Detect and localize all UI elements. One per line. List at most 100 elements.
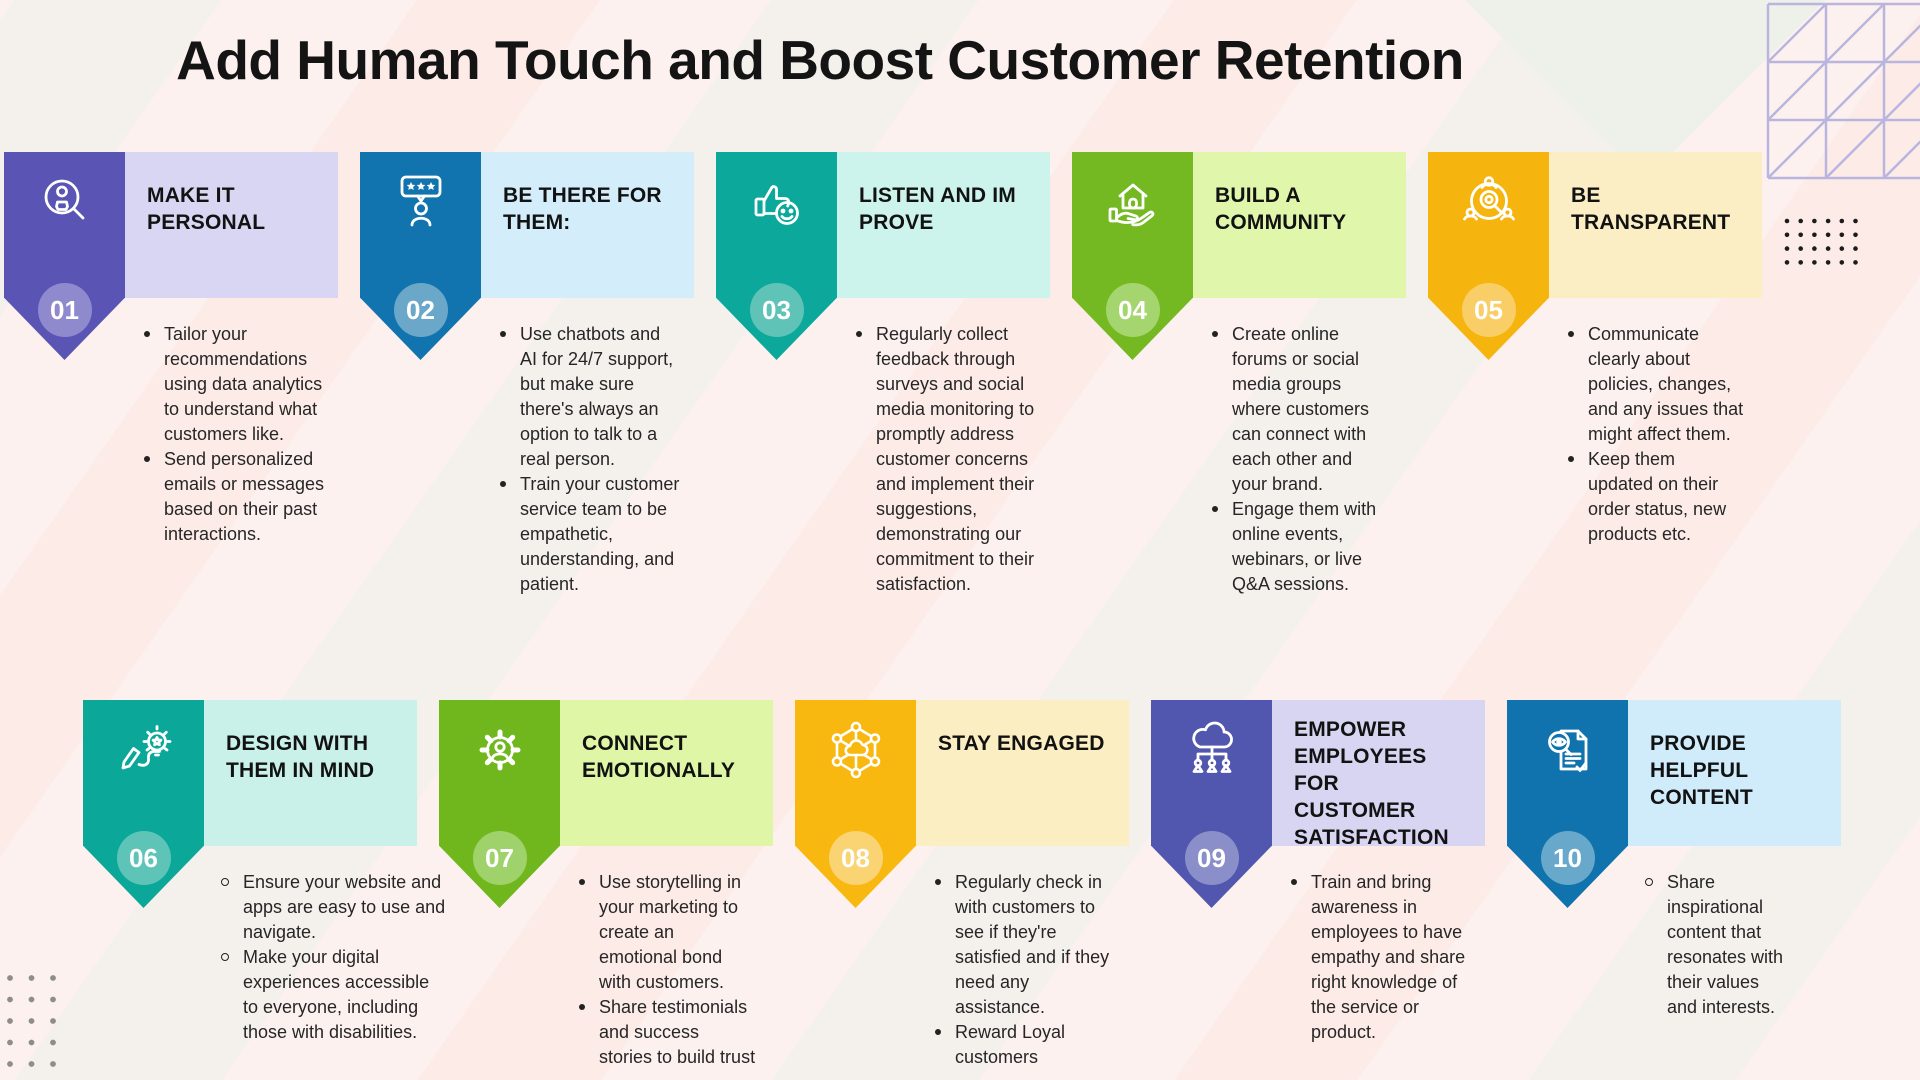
pencil-bulb-icon: [112, 718, 176, 782]
bullet-list: Regularly check in with customers to see…: [933, 870, 1121, 1070]
card-title: EMPOWER EMPLOYEES FOR CUSTOMER SATISFACT…: [1294, 718, 1449, 849]
card-header-03: LISTEN AND IM PROVE: [837, 152, 1050, 298]
step-number-badge: 08: [828, 831, 883, 885]
house-hand-icon: [1101, 170, 1165, 234]
card-make-it-personal: 01 MAKE IT PERSONAL Tailor your recommen…: [4, 152, 338, 552]
card-header-09: EMPOWER EMPLOYEES FOR CUSTOMER SATISFACT…: [1272, 700, 1485, 849]
bullet-list: Regularly collect feedback through surve…: [854, 322, 1036, 597]
card-title: BE TRANSPARENT: [1571, 184, 1731, 234]
card-header-06: DESIGN WITH THEM IN MIND: [204, 700, 417, 846]
card-listen-and-improve: 03 LISTEN AND IM PROVE Regularly collect…: [716, 152, 1050, 594]
step-number-badge: 05: [1461, 283, 1516, 337]
card-header-05: BE TRANSPARENT: [1549, 152, 1762, 298]
bullet-list: Train and bring awareness in employees t…: [1289, 870, 1471, 1045]
community-watch-icon: [1457, 170, 1521, 234]
card-build-a-community: 04 BUILD A COMMUNITY Create online forum…: [1072, 152, 1406, 594]
ribbon-04: 04: [1072, 152, 1193, 360]
bullet-item: Share testimonials and success stories t…: [577, 995, 757, 1070]
bullet-item: Share inspirational content that resonat…: [1645, 870, 1785, 1020]
step-number-badge: 03: [749, 283, 804, 337]
ribbon-10: 10: [1507, 700, 1628, 908]
bullet-list: Use storytelling in your marketing to cr…: [577, 870, 757, 1070]
card-header-02: BE THERE FOR THEM:: [481, 152, 694, 298]
step-number: 10: [1553, 842, 1582, 873]
bullet-item: Keep them updated on their order status,…: [1566, 447, 1744, 547]
card-title: STAY ENGAGED: [938, 732, 1105, 755]
card-provide-helpful-content: 10 PROVIDE HELPFUL CONTENT Share inspira…: [1507, 700, 1841, 1080]
gray-dots-grid-icon: [7, 975, 56, 1067]
card-design-with-them-in-mind: 06 DESIGN WITH THEM IN MIND Ensure your …: [83, 700, 445, 1080]
bullet-item: Use chatbots and AI for 24/7 support, bu…: [498, 322, 680, 472]
step-number-badge: 01: [37, 283, 92, 337]
bullet-list: Communicate clearly about policies, chan…: [1566, 322, 1744, 547]
step-number: 01: [50, 294, 79, 325]
person-search-icon: [33, 170, 97, 234]
card-title: MAKE IT PERSONAL: [147, 184, 266, 234]
ribbon-08: 08: [795, 700, 916, 908]
step-number: 04: [1118, 294, 1147, 325]
card-be-transparent: 05 BE TRANSPARENT Communicate clearly ab…: [1428, 152, 1762, 552]
step-number-badge: 06: [116, 831, 171, 885]
step-number: 09: [1197, 842, 1226, 873]
bullet-list: Ensure your website and apps are easy to…: [221, 870, 446, 1045]
bullet-item: Train and bring awareness in employees t…: [1289, 870, 1471, 1045]
step-number: 06: [129, 842, 158, 873]
ribbon-06: 06: [83, 700, 204, 908]
bullet-item: Regularly collect feedback through surve…: [854, 322, 1036, 597]
step-number: 03: [762, 294, 791, 325]
card-header-04: BUILD A COMMUNITY: [1193, 152, 1406, 298]
black-dots-grid-icon: [1784, 218, 1858, 265]
network-icon: [824, 718, 888, 782]
bullet-item: Make your digital experiences accessible…: [221, 945, 446, 1045]
bullet-list: Share inspirational content that resonat…: [1645, 870, 1785, 1020]
card-header-10: PROVIDE HELPFUL CONTENT: [1628, 700, 1841, 846]
ribbon-01: 01: [4, 152, 125, 360]
step-number-badge: 04: [1105, 283, 1160, 337]
triangle-grid-icon: [1766, 2, 1920, 180]
card-header-01: MAKE IT PERSONAL: [125, 152, 338, 298]
card-title: BUILD A COMMUNITY: [1215, 184, 1347, 234]
card-header-08: STAY ENGAGED: [916, 700, 1129, 846]
card-title: LISTEN AND IM PROVE: [859, 184, 1016, 234]
card-title: BE THERE FOR THEM:: [503, 184, 662, 234]
ribbon-07: 07: [439, 700, 560, 908]
step-number-badge: 07: [472, 831, 527, 885]
card-title: CONNECT EMOTIONALLY: [582, 732, 736, 782]
ribbon-05: 05: [1428, 152, 1549, 360]
bullet-item: Ensure your website and apps are easy to…: [221, 870, 446, 945]
bullet-item: Regularly check in with customers to see…: [933, 870, 1121, 1020]
page-title: Add Human Touch and Boost Customer Reten…: [176, 29, 1464, 91]
ribbon-02: 02: [360, 152, 481, 360]
card-header-07: CONNECT EMOTIONALLY: [560, 700, 773, 846]
step-number: 05: [1474, 294, 1503, 325]
cloud-team-icon: [1180, 718, 1244, 782]
bullet-item: Reward Loyal customers: [933, 1020, 1121, 1070]
bullet-item: Tailor your recommendations using data a…: [142, 322, 337, 447]
card-connect-emotionally: 07 CONNECT EMOTIONALLY Use storytelling …: [439, 700, 773, 1080]
bullet-item: Create online forums or social media gro…: [1210, 322, 1390, 497]
card-stay-engaged: 08 STAY ENGAGED Regularly check in with …: [795, 700, 1129, 1080]
bullet-list: Tailor your recommendations using data a…: [142, 322, 337, 547]
card-be-there-for-them: 02 BE THERE FOR THEM: Use chatbots and A…: [360, 152, 694, 594]
card-empower-employees: 09 EMPOWER EMPLOYEES FOR CUSTOMER SATISF…: [1151, 700, 1485, 1080]
thumbs-up-smiley-icon: [745, 170, 809, 234]
bullet-item: Train your customer service team to be e…: [498, 472, 680, 597]
ribbon-09: 09: [1151, 700, 1272, 908]
bullet-list: Use chatbots and AI for 24/7 support, bu…: [498, 322, 680, 597]
bullet-item: Use storytelling in your marketing to cr…: [577, 870, 757, 995]
document-review-icon: [1536, 718, 1600, 782]
step-number-badge: 10: [1540, 831, 1595, 885]
bullet-item: Communicate clearly about policies, chan…: [1566, 322, 1744, 447]
gear-person-icon: [468, 718, 532, 782]
bullet-item: Engage them with online events, webinars…: [1210, 497, 1390, 597]
bullet-list: Create online forums or social media gro…: [1210, 322, 1390, 597]
card-title: PROVIDE HELPFUL CONTENT: [1650, 732, 1753, 809]
step-number: 08: [841, 842, 870, 873]
card-title: DESIGN WITH THEM IN MIND: [226, 732, 375, 782]
customer-review-icon: [389, 170, 453, 234]
bullet-item: Send personalized emails or messages bas…: [142, 447, 337, 547]
step-number-badge: 02: [393, 283, 448, 337]
ribbon-03: 03: [716, 152, 837, 360]
step-number-badge: 09: [1184, 831, 1239, 885]
